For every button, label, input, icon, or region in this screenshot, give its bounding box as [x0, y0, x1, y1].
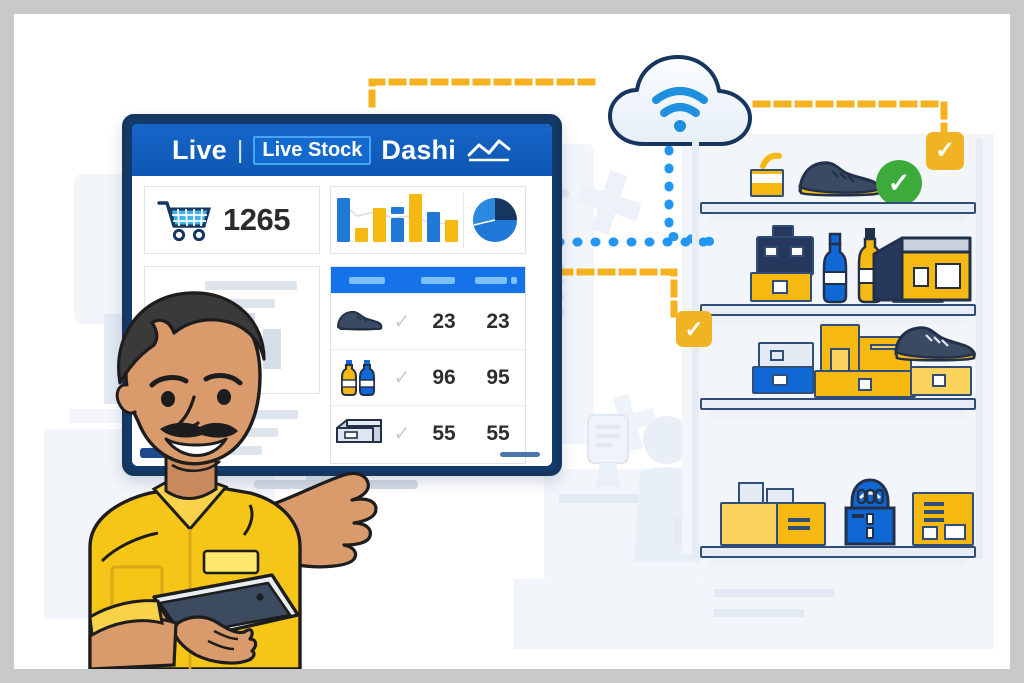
monitor-bezel-light	[500, 452, 540, 457]
row-check-icon: ✓	[393, 423, 411, 445]
shoe-icon	[336, 310, 383, 330]
status-badge-green-check: ✓	[876, 160, 922, 206]
row-count-b: 55	[486, 421, 510, 445]
shelf-board-lowest	[700, 546, 976, 558]
table-row[interactable]: ✓ 55 55	[331, 405, 525, 461]
kpi-value: 1265	[223, 202, 290, 237]
shelf-board-top	[700, 202, 976, 214]
title-separator: |	[236, 135, 244, 164]
charts-card[interactable]	[330, 186, 526, 254]
decorative-cross-icon	[577, 170, 642, 236]
dashboard-title-bar: Live | Live Stock Dashi	[132, 124, 552, 176]
bottle-icon	[341, 359, 375, 396]
sneaker-icon	[894, 326, 976, 362]
shoe-icon	[798, 161, 882, 197]
row-check-icon: ✓	[393, 367, 411, 389]
store-associate-illustration	[54, 279, 384, 669]
carton-box-icon	[872, 236, 972, 302]
table-row[interactable]: ✓ 96 95	[331, 349, 525, 405]
row-count-a: 23	[432, 309, 456, 333]
title-word-dash: Dashi	[381, 134, 456, 165]
pos-terminal-icon	[587, 414, 629, 487]
stock-table-header	[331, 267, 525, 293]
status-badge-yellow-check-top[interactable]: ✓	[926, 132, 964, 170]
row-count-b: 23	[486, 309, 510, 333]
yellow-check-icon: ✓	[934, 137, 956, 164]
status-badge-yellow-check-middle[interactable]: ✓	[676, 311, 712, 347]
title-word-live: Live	[172, 134, 227, 165]
bar-chart-icon	[331, 192, 464, 248]
row-icon-shoe	[331, 309, 387, 335]
shopping-cart-icon	[157, 201, 212, 242]
illustration-canvas: ✓	[14, 14, 1010, 669]
pie-chart-icon	[472, 198, 517, 242]
box-icon	[336, 418, 382, 443]
row-icon-box	[331, 418, 387, 450]
row-count-b: 95	[486, 365, 510, 389]
blue-bottle-icon	[822, 232, 848, 304]
row-icon-bottle	[331, 359, 387, 397]
live-stock-chip[interactable]: Live Stock	[253, 135, 372, 165]
shelf-board-middle	[700, 304, 976, 316]
stock-table[interactable]: ✓ 23 23	[330, 266, 526, 464]
green-check-icon: ✓	[887, 167, 911, 198]
blue-bag-icon	[844, 478, 896, 546]
kpi-card-orders[interactable]: 1265	[144, 186, 320, 254]
yellow-check-icon: ✓	[684, 315, 704, 342]
name-badge	[202, 549, 260, 575]
cloud-wifi-icon	[604, 52, 756, 150]
row-count-a: 96	[432, 365, 456, 389]
row-check-icon: ✓	[393, 311, 411, 333]
row-count-a: 55	[432, 421, 456, 445]
connector-lines	[368, 78, 948, 318]
jar-lid-icon	[760, 152, 782, 169]
line-chart-icon	[467, 139, 511, 162]
shelf-board-lower	[700, 398, 976, 410]
table-row[interactable]: ✓ 23 23	[331, 293, 525, 349]
